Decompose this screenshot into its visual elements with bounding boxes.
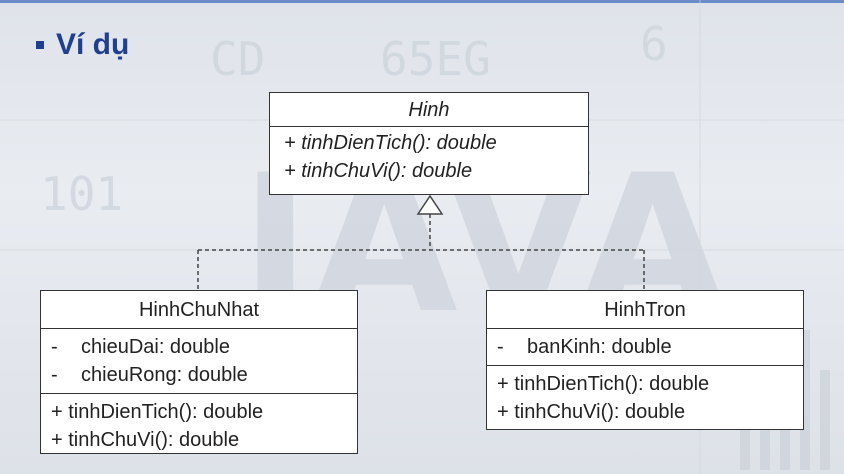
attribute-item: - banKinh: double bbox=[497, 333, 793, 361]
class-name: HinhTron bbox=[487, 291, 803, 329]
inheritance-arrowhead bbox=[416, 194, 444, 215]
visibility-marker: - bbox=[497, 336, 504, 358]
svg-text:6: 6 bbox=[640, 17, 668, 71]
svg-text:65EG: 65EG bbox=[380, 32, 491, 86]
method-item: + tinhChuVi(): double bbox=[497, 401, 686, 423]
method-item: + tinhChuVi(): double bbox=[51, 429, 240, 451]
attribute-text: chieuRong: double bbox=[81, 364, 248, 386]
class-name: HinhChuNhat bbox=[41, 291, 357, 329]
method-list: + tinhDienTich(): double + tinhChuVi(): … bbox=[487, 366, 803, 430]
attribute-list: - banKinh: double bbox=[487, 329, 803, 366]
class-hinhtron[interactable]: HinhTron - banKinh: double + tinhDienTic… bbox=[486, 290, 804, 430]
class-hinhchunhat[interactable]: HinhChuNhat - chieuDai: double - chieuRo… bbox=[40, 290, 358, 454]
method-item: + tinhChuVi(): double bbox=[284, 160, 473, 182]
method-list: + tinhDienTich(): double + tinhChuVi(): … bbox=[270, 127, 588, 187]
attribute-text: banKinh: double bbox=[527, 336, 672, 358]
visibility-marker: - bbox=[51, 336, 58, 358]
visibility-marker: - bbox=[51, 364, 58, 386]
svg-text:101: 101 bbox=[40, 167, 123, 221]
attribute-item: - chieuRong: double bbox=[51, 361, 347, 389]
slide-title-text: Ví dụ bbox=[56, 28, 130, 61]
slide-title: Ví dụ bbox=[36, 28, 129, 62]
method-item: + tinhDienTich(): double bbox=[284, 132, 497, 154]
class-hinh[interactable]: Hinh + tinhDienTich(): double + tinhChuV… bbox=[269, 92, 589, 195]
class-name: Hinh bbox=[270, 93, 588, 127]
svg-text:CD: CD bbox=[210, 32, 265, 86]
attribute-list: - chieuDai: double - chieuRong: double bbox=[41, 329, 357, 394]
bullet-icon bbox=[36, 41, 44, 49]
attribute-text: chieuDai: double bbox=[81, 336, 230, 358]
method-item: + tinhDienTich(): double bbox=[497, 373, 710, 395]
method-list: + tinhDienTich(): double + tinhChuVi(): … bbox=[41, 394, 357, 458]
method-item: + tinhDienTich(): double bbox=[51, 401, 264, 423]
attribute-item: - chieuDai: double bbox=[51, 333, 347, 361]
